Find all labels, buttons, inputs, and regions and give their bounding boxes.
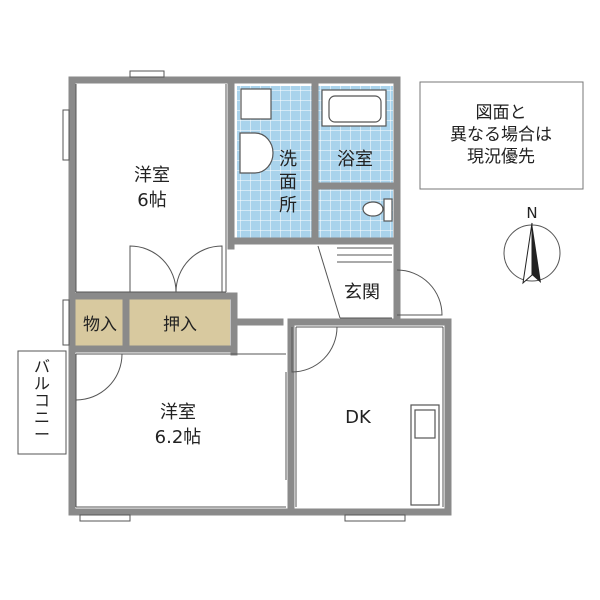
- dk-label: DK: [345, 407, 372, 428]
- western-room-2-size: 6.2帖: [155, 427, 202, 448]
- bathroom-label: 浴室: [337, 149, 373, 170]
- compass-n-label: N: [526, 204, 537, 222]
- doors: [75, 245, 443, 480]
- balcony-char-4: ニ: [34, 408, 50, 427]
- western-room-1-size: 6帖: [137, 190, 166, 211]
- compass-needle-dark: [532, 223, 541, 283]
- balcony-char-1: バ: [34, 357, 50, 376]
- washroom-char-3: 所: [279, 195, 297, 216]
- notice-line-1: 図面と: [476, 103, 527, 123]
- balcony-char-3: コ: [34, 391, 50, 410]
- storage-label: 物入: [83, 315, 117, 335]
- entrance-label: 玄関: [344, 282, 380, 303]
- notice-line-3: 現況優先: [467, 147, 535, 167]
- western-room-1-name: 洋室: [134, 165, 170, 186]
- toilet-floor: [318, 189, 393, 238]
- compass-needle-light: [522, 222, 533, 285]
- balcony: [17, 350, 67, 455]
- windows: [62, 70, 406, 522]
- balcony-char-2: ル: [34, 374, 50, 393]
- notice-box: [419, 81, 584, 190]
- compass: N: [503, 204, 561, 285]
- balcony-char-5: ー: [34, 425, 50, 444]
- fixtures: [239, 88, 440, 506]
- western-room-2-name: 洋室: [160, 402, 196, 423]
- washroom-char-1: 洗: [279, 149, 297, 170]
- entrance-steps: [317, 245, 392, 319]
- closet-fill: [129, 299, 230, 346]
- closet-label: 押入: [163, 315, 197, 335]
- walls: [68, 76, 452, 516]
- storage-fill: [75, 299, 123, 346]
- notice-line-2: 異なる場合は: [450, 125, 552, 145]
- washroom-char-2: 面: [279, 172, 297, 193]
